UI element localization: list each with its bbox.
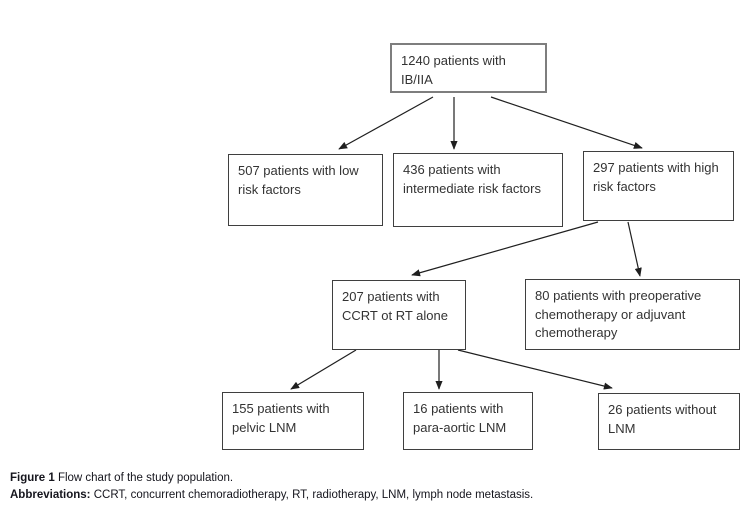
caption-line: Figure 1 Flow chart of the study populat…: [10, 470, 533, 487]
node-intermediate-risk: 436 patients with intermediate risk fact…: [393, 153, 563, 227]
arrow-ccrt-to-pelvic: [290, 349, 357, 390]
abbreviations-label: Abbreviations:: [10, 488, 91, 501]
caption-text: Flow chart of the study population.: [57, 472, 234, 484]
arrow-high-risk-to-preop: [627, 221, 642, 277]
node-high-risk: 297 patients with high risk factors: [583, 151, 734, 221]
node-preop-chemo: 80 patients with preoperative chemothera…: [525, 279, 740, 350]
node-low-risk: 507 patients with low risk factors: [228, 154, 383, 226]
figure-caption: Figure 1 Flow chart of the study populat…: [10, 470, 533, 503]
arrow-root-to-high-risk: [490, 96, 643, 149]
node-root-population: 1240 patients with IB/IIA: [390, 43, 547, 93]
node-no-lnm: 26 patients without LNM: [598, 393, 740, 450]
abbreviations-line: Abbreviations: CCRT, concurrent chemorad…: [10, 487, 533, 504]
node-para-aortic-lnm: 16 patients with para-aortic LNM: [403, 392, 533, 450]
node-ccrt-rt: 207 patients with CCRT ot RT alone: [332, 280, 466, 350]
arrow-root-to-low-risk: [338, 96, 434, 150]
abbreviations-text: CCRT, concurrent chemoradiotherapy, RT, …: [93, 488, 534, 501]
arrow-ccrt-to-no-lnm: [457, 349, 613, 390]
caption-figure-label: Figure 1: [10, 472, 55, 484]
node-pelvic-lnm: 155 patients with pelvic LNM: [222, 392, 364, 450]
arrow-high-risk-to-ccrt: [411, 221, 599, 277]
